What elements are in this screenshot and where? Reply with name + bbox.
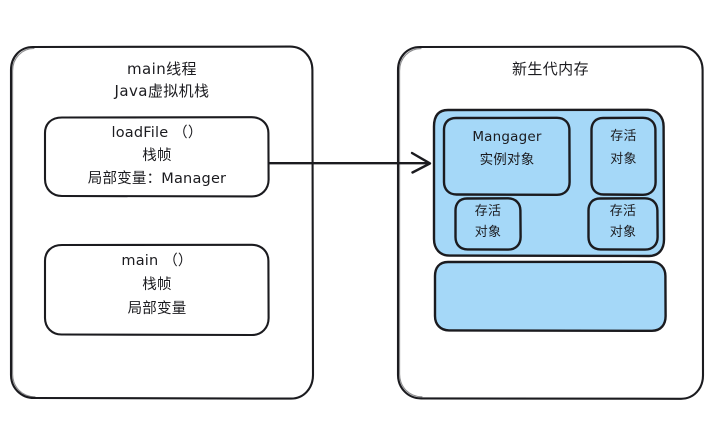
eden-object-3-line2: 对象 (609, 225, 637, 240)
loadfile-frame-box[interactable] (45, 117, 269, 197)
eden-object-2-line1: 存活 (474, 204, 502, 219)
left-panel[interactable] (11, 46, 314, 399)
eden-object-box-2-hit[interactable] (455, 198, 521, 250)
eden-object-box-0-hit[interactable] (444, 117, 570, 195)
main-frame-line1: main （） (121, 253, 193, 269)
eden-object-0-line2: 实例对象 (479, 152, 535, 168)
left-panel-heading-line1: main线程 (127, 60, 197, 78)
main-frame-line2: 栈帧 (142, 277, 172, 293)
eden-object-3-line1: 存活 (609, 204, 637, 219)
eden-object-0-line1: Mangager (472, 129, 542, 145)
survivor-bar-box[interactable] (435, 261, 666, 331)
eden-object-2-line2: 对象 (474, 225, 502, 240)
eden-object-box-3-hit[interactable] (588, 198, 658, 250)
main-frame-box[interactable] (45, 244, 269, 335)
left-panel-heading-line2: Java虚拟机栈 (114, 82, 210, 100)
eden-object-1-line2: 对象 (610, 152, 637, 167)
right-panel-heading: 新生代内存 (511, 60, 589, 78)
main-frame-line3: 局部变量 (127, 301, 187, 317)
loadfile-frame-line3: 局部变量：Manager (87, 171, 227, 187)
reference-arrow-hit[interactable] (269, 154, 430, 174)
eden-object-1-line1: 存活 (610, 129, 637, 144)
eden-object-box-1-hit[interactable] (591, 117, 656, 195)
loadfile-frame-line1: loadFile （） (111, 125, 203, 141)
loadfile-frame-line2: 栈帧 (142, 148, 172, 164)
